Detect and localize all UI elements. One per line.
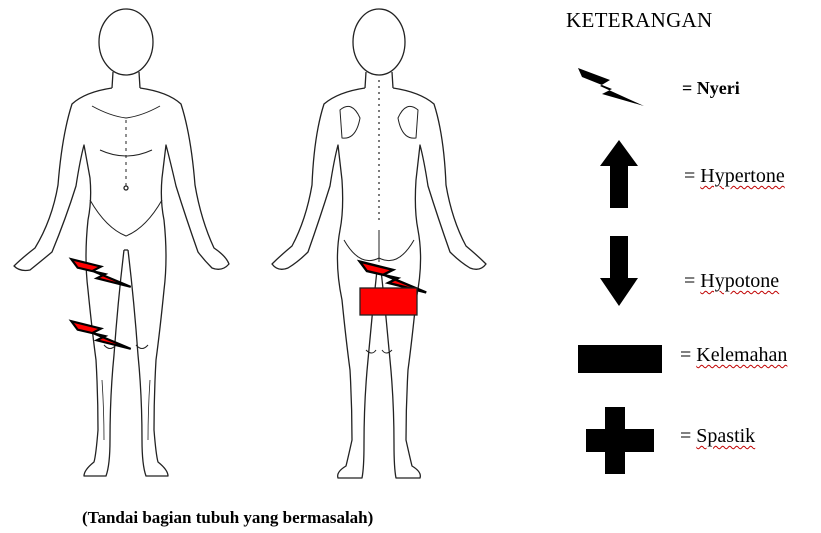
front-body-view xyxy=(14,9,229,476)
legend-item-spastik: = Spastik xyxy=(570,404,820,484)
minus-bar-icon xyxy=(570,340,670,380)
back-body-view xyxy=(272,9,486,478)
legend-label-hypertone: Hypertone xyxy=(700,165,784,187)
legend-label-spastik: Spastik xyxy=(696,425,755,447)
nyeri-marker-front-knee xyxy=(71,321,131,349)
kelemahan-marker-back-thigh xyxy=(360,288,417,315)
legend-label-hypotone: Hypotone xyxy=(700,270,779,292)
figure-caption: (Tandai bagian tubuh yang bermasalah) xyxy=(82,508,373,528)
arrow-up-icon xyxy=(570,136,650,216)
body-chart xyxy=(0,0,560,500)
lightning-bolt-icon xyxy=(570,62,650,112)
arrow-down-icon xyxy=(570,234,650,314)
legend-label-kelemahan: Kelemahan xyxy=(696,344,787,366)
legend-item-hypotone: = Hypotone xyxy=(570,234,820,314)
legend-label-nyeri: Nyeri xyxy=(697,78,740,98)
legend-item-hypertone: = Hypertone xyxy=(570,136,820,216)
legend-title: KETERANGAN xyxy=(566,8,712,33)
legend-item-nyeri: = Nyeri xyxy=(570,62,820,142)
plus-cross-icon xyxy=(570,404,660,479)
